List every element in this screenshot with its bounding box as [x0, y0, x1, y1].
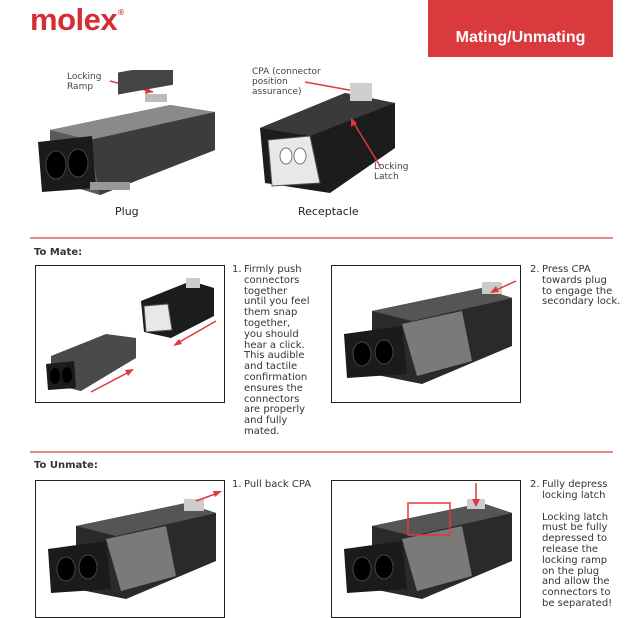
page-title: Mating/Unmating [455, 29, 586, 46]
divider [30, 451, 613, 453]
plug-ramp-housing [118, 70, 173, 95]
cpa [350, 83, 372, 101]
divider [30, 237, 613, 239]
mate-step-2-image [331, 265, 521, 403]
title-banner: Mating/Unmating [428, 0, 613, 57]
plug-caption: Plug [115, 205, 139, 218]
locking-ramp-callout: Locking Ramp [67, 72, 102, 92]
trademark: ® [118, 8, 124, 17]
cpa-callout: CPA (connector position assurance) [252, 67, 321, 97]
unmate-step-1-text: 1. Pull back CPA [232, 479, 312, 490]
latch-highlight-box [407, 502, 451, 536]
brand-name: molex [30, 2, 118, 37]
locking-latch-callout: Locking Latch [374, 162, 409, 182]
receptacle-face [267, 135, 321, 187]
unmate-heading: To Unmate: [34, 460, 98, 471]
mate-heading: To Mate: [34, 247, 83, 258]
unmate-step-1-image [35, 480, 225, 618]
unmate-step-2-image [331, 480, 521, 618]
molex-logo: molex® [30, 2, 124, 38]
locking-ramp [145, 94, 167, 102]
plug-illustration [38, 70, 215, 195]
receptacle-illustration [260, 81, 395, 193]
mate-step-1-image [35, 265, 225, 403]
receptacle-caption: Receptacle [298, 205, 359, 218]
